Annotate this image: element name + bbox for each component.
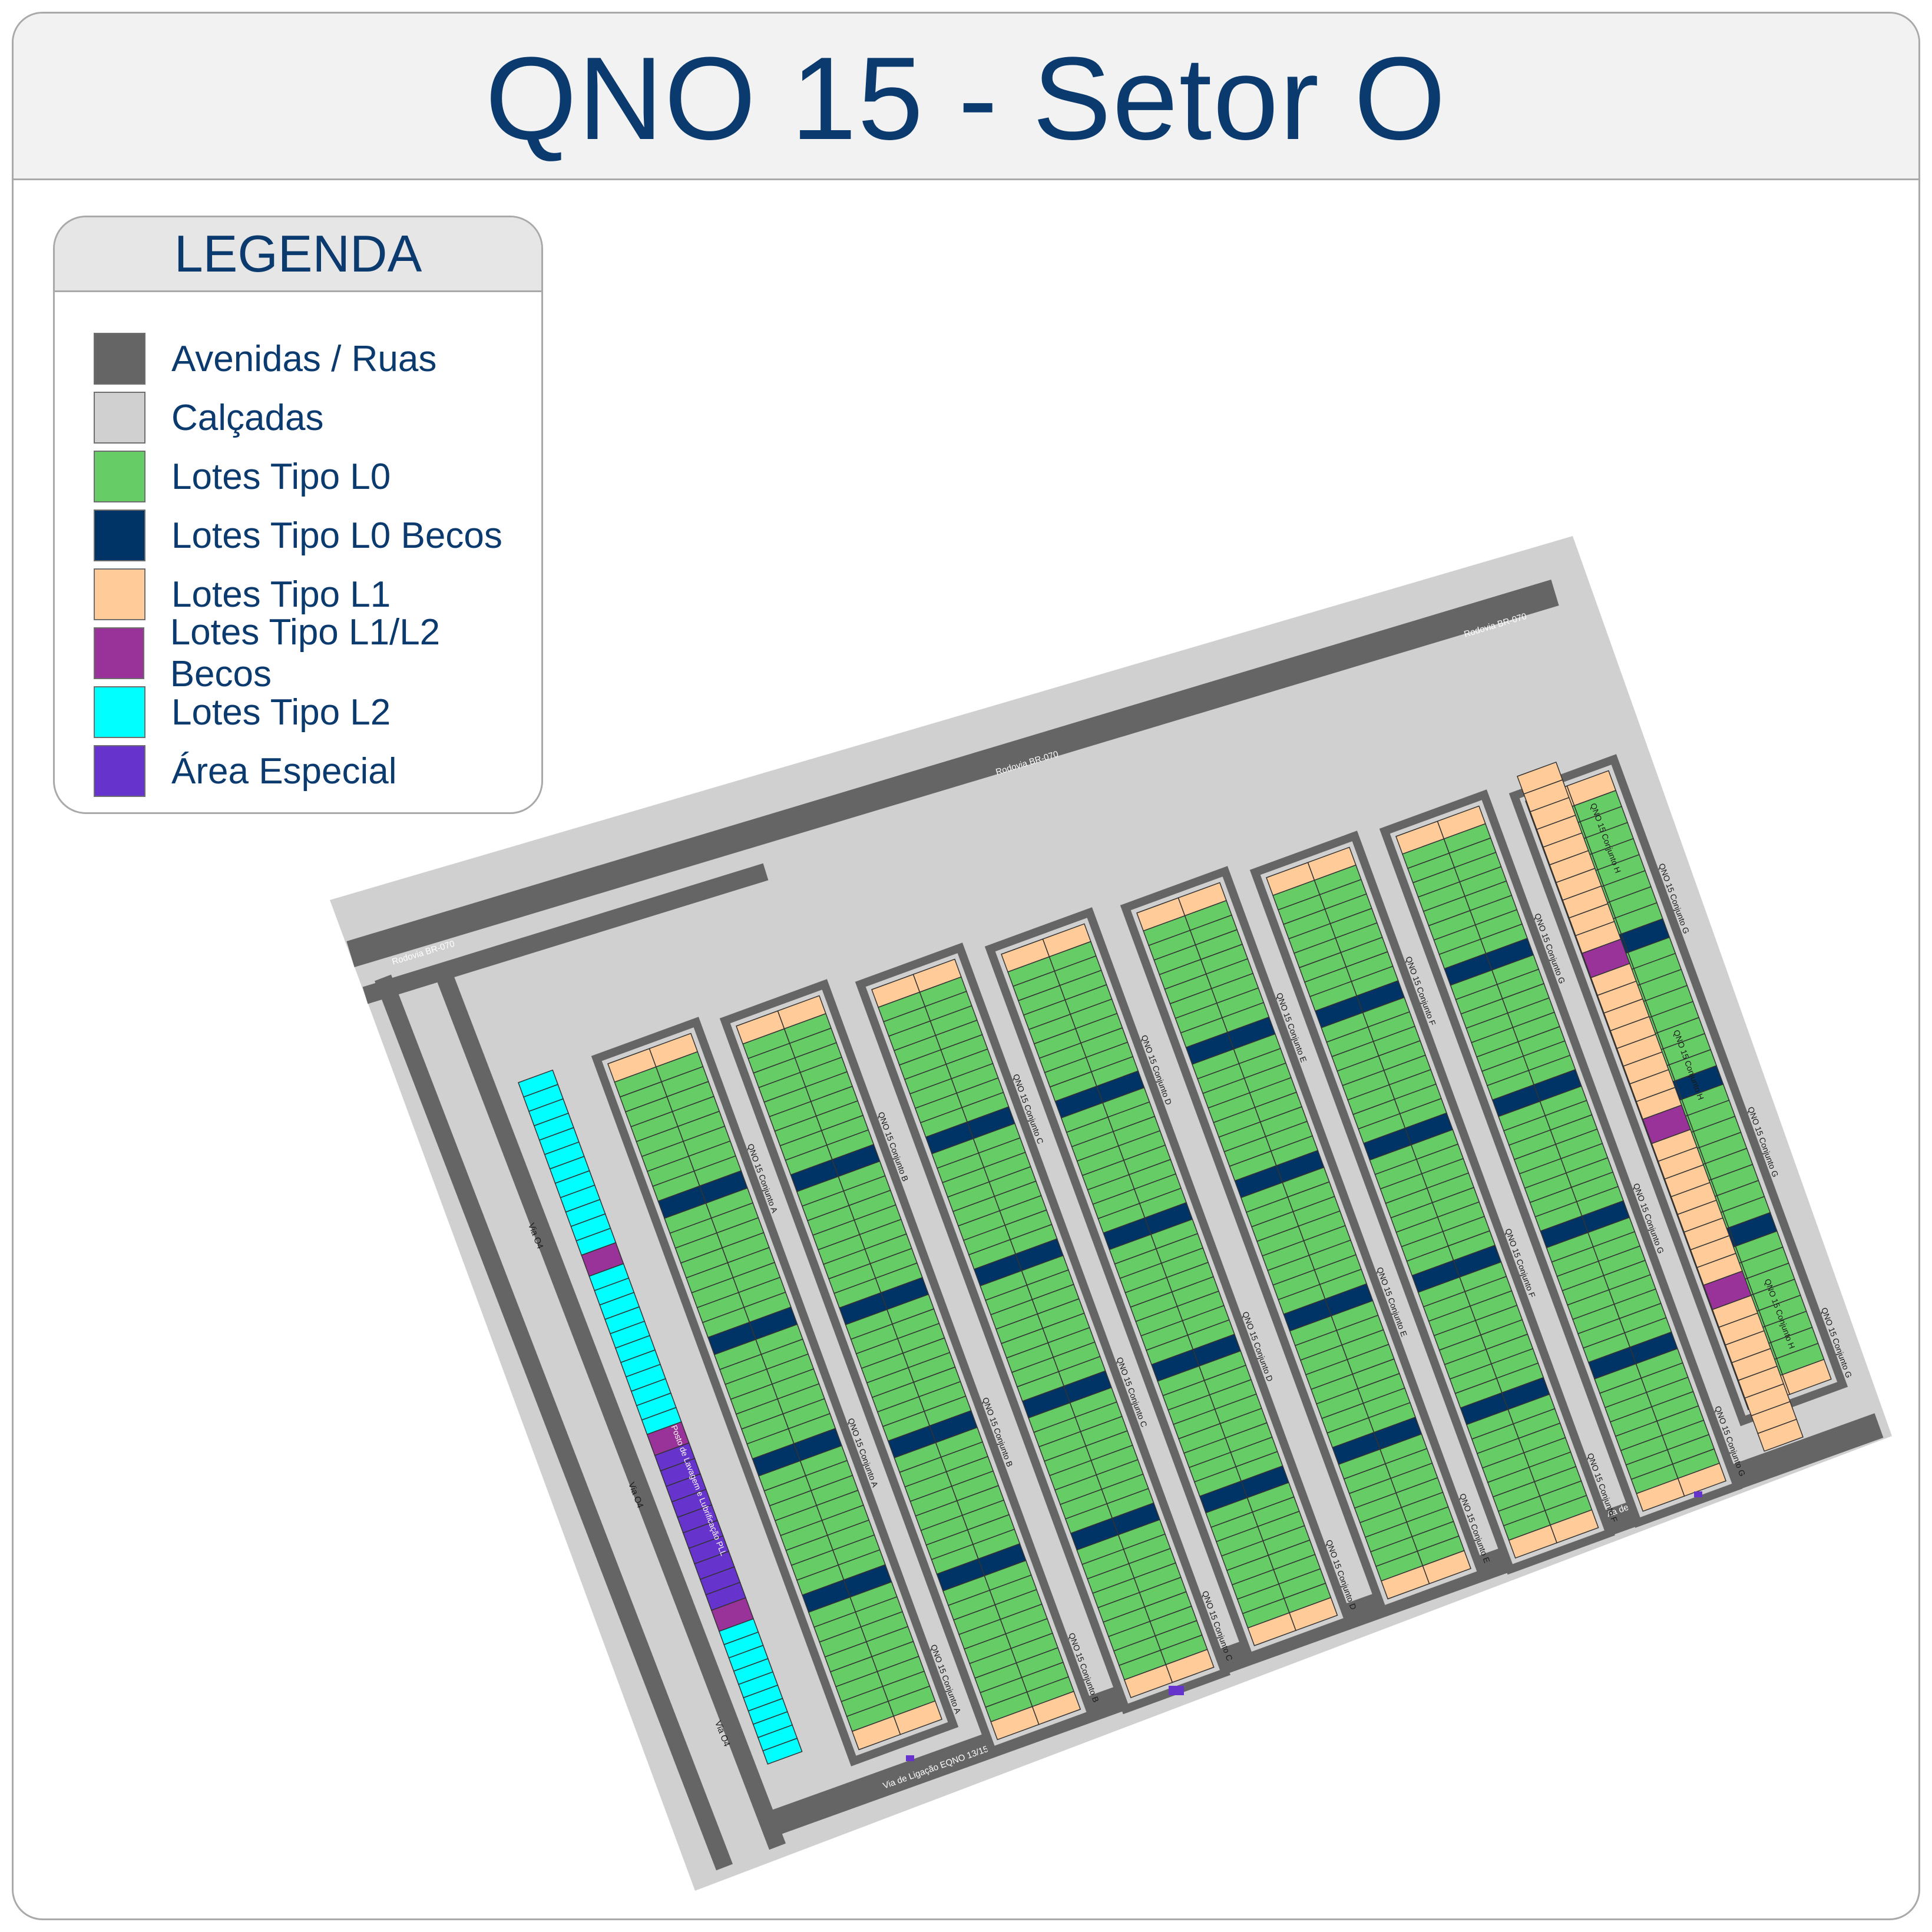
block-conjunto-a-strip (518, 1069, 803, 1765)
page-header: QNO 15 - Setor O (14, 14, 1918, 180)
legend-title: LEGENDA (174, 224, 422, 283)
legend-list: Avenidas / Ruas Calçadas Lotes Tipo L0 L… (94, 329, 541, 800)
lot-l1 (1677, 1463, 1727, 1497)
lot-l1 (1031, 1690, 1081, 1725)
lot-l1 (1289, 1597, 1338, 1632)
lot-l1 (1757, 1418, 1804, 1452)
legend-swatch-calcadas (94, 392, 145, 444)
lot-l1 (1782, 1358, 1832, 1395)
legend-swatch-l1-l2-becos (94, 627, 144, 679)
via-o4-road (374, 974, 733, 1871)
marker-area-especial (1694, 1491, 1702, 1497)
legend-swatch-l1 (94, 568, 145, 620)
marker-area-especial (906, 1755, 914, 1761)
rodovia-br070-road (346, 579, 1559, 968)
legend-item-calcadas: Calçadas (94, 388, 541, 447)
lot-l1 (1422, 1550, 1471, 1584)
legend-swatch-l0 (94, 451, 145, 502)
legend-label: Avenidas / Ruas (171, 338, 437, 379)
rodovia-service-road (362, 863, 769, 1004)
lot-l1 (1550, 1509, 1599, 1544)
legend-label: Calçadas (171, 397, 324, 438)
via-o4-road (432, 962, 786, 1850)
page-title: QNO 15 - Setor O (485, 33, 1447, 164)
legend-label: Lotes Tipo L0 (171, 456, 391, 497)
legend-swatch-avenidas (94, 333, 145, 385)
legend-label: Lotes Tipo L0 Becos (171, 515, 502, 556)
legend-item-l2: Lotes Tipo L2 (94, 683, 541, 742)
lot-l1 (893, 1700, 942, 1735)
block-conjunto-e: QNO 15 Conjunto EQNO 15 Conjunto EQNO 15… (1120, 866, 1492, 1616)
legend-label: Lotes Tipo L1 (171, 574, 391, 615)
legend-label: Lotes Tipo L1/L2 Becos (170, 612, 441, 694)
legend-item-avenidas: Avenidas / Ruas (94, 329, 541, 388)
legend-swatch-area-especial (94, 745, 145, 797)
legend-item-l1: Lotes Tipo L1 (94, 565, 541, 624)
legend-label: Área Especial (171, 750, 397, 792)
legend-item-l0: Lotes Tipo L0 (94, 447, 541, 506)
marker-area-especial (1169, 1686, 1184, 1695)
legend-item-l1-l2-becos: Lotes Tipo L1/L2 Becos (94, 612, 541, 694)
lot-l2 (762, 1738, 803, 1765)
legend-header: LEGENDA (55, 217, 541, 292)
legend-item-l0-becos: Lotes Tipo L0 Becos (94, 506, 541, 565)
legend-swatch-l2 (94, 686, 145, 738)
legend-panel: LEGENDA Avenidas / Ruas Calçadas Lotes T… (53, 216, 543, 814)
legend-label: Lotes Tipo L2 (171, 692, 391, 733)
lot-l1 (1165, 1649, 1215, 1683)
legend-swatch-l0-becos (94, 510, 145, 561)
legend-item-area-especial: Área Especial (94, 742, 541, 800)
